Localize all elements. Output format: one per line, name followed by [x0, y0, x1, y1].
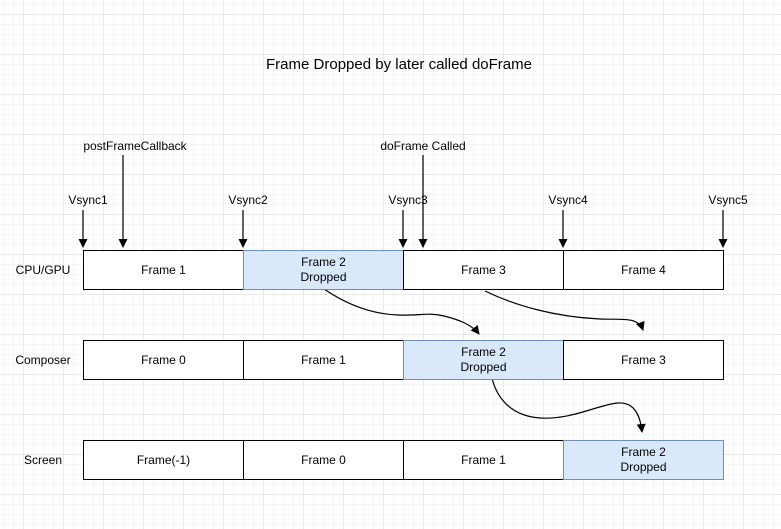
composer-frame0-box: Frame 0: [83, 340, 244, 380]
screen-frame1-box: Frame 1: [403, 440, 564, 480]
screen-frame0-box: Frame 0: [243, 440, 404, 480]
postframecallback-label: postFrameCallback: [83, 139, 187, 153]
screen-frame2-dropped-box: Frame 2 Dropped: [563, 440, 724, 480]
vsync2-label: Vsync2: [228, 193, 268, 207]
composer-frame2-dropped-box: Frame 2 Dropped: [403, 340, 564, 380]
flow-arrow-cpu-frame2-to-composer-icon: [323, 288, 480, 335]
composer-frame3-box: Frame 3: [563, 340, 724, 380]
vsync4-label: Vsync4: [548, 193, 588, 207]
diagram-title: Frame Dropped by later called doFrame: [266, 56, 532, 73]
cpu-frame4-box: Frame 4: [563, 250, 724, 290]
flow-arrow-composer-frame2-to-screen-icon: [491, 377, 646, 433]
vsync5-label: Vsync5: [708, 193, 748, 207]
vsync3-label: Vsync3: [388, 193, 428, 207]
doframe-called-label: doFrame Called: [380, 139, 466, 153]
lane-label-composer: Composer: [15, 353, 71, 367]
cpu-frame1-box: Frame 1: [83, 250, 244, 290]
cpu-frame2-dropped-box: Frame 2 Dropped: [243, 250, 404, 290]
lane-label-screen: Screen: [23, 453, 63, 467]
flow-arrow-cpu-frame3-to-composer-icon: [484, 290, 645, 331]
screen-frame-minus1-box: Frame(-1): [83, 440, 244, 480]
lane-label-cpu-gpu: CPU/GPU: [15, 263, 71, 277]
composer-frame1-box: Frame 1: [243, 340, 404, 380]
vsync1-label: Vsync1: [68, 193, 108, 207]
cpu-frame3-box: Frame 3: [403, 250, 564, 290]
